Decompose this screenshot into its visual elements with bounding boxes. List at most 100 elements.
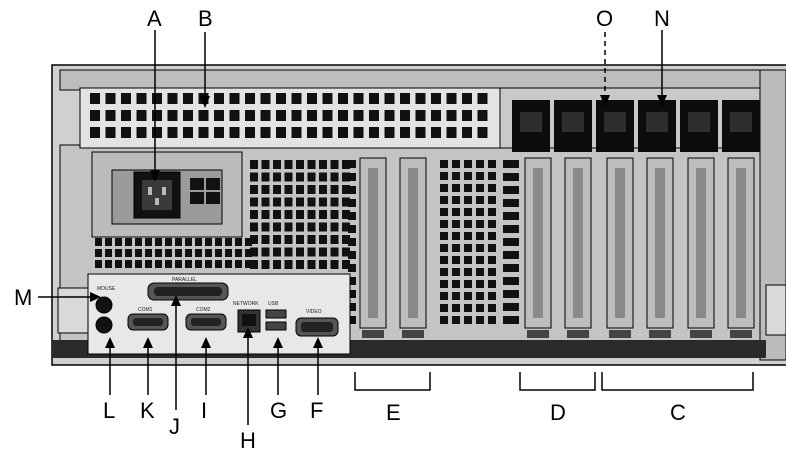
vent-hole bbox=[476, 172, 484, 180]
vent-hole bbox=[250, 185, 258, 194]
vent-hole bbox=[431, 93, 441, 104]
vent-hole bbox=[285, 260, 293, 269]
vent-hole bbox=[348, 186, 356, 194]
vent-hole bbox=[488, 304, 496, 312]
vent-hole bbox=[431, 127, 441, 138]
vent-hole bbox=[121, 93, 131, 104]
vent-hole bbox=[262, 173, 270, 182]
expansion-slot-rib bbox=[696, 168, 706, 318]
vent-hole bbox=[115, 238, 122, 246]
vent-hole bbox=[464, 208, 472, 216]
vent-hole bbox=[464, 256, 472, 264]
vent-hole bbox=[292, 93, 302, 104]
expansion-slot-foot bbox=[609, 330, 631, 338]
vent-hole bbox=[319, 198, 327, 207]
vent-hole bbox=[464, 316, 472, 324]
vent-hole bbox=[440, 232, 448, 240]
vent-hole bbox=[488, 220, 496, 228]
vent-hole bbox=[476, 268, 484, 276]
vent-hole bbox=[452, 268, 460, 276]
vent-hole bbox=[488, 184, 496, 192]
power-supply-module bbox=[92, 152, 242, 237]
vent-hole bbox=[276, 110, 286, 121]
vent-hole bbox=[145, 238, 152, 246]
expansion-slots bbox=[348, 158, 754, 338]
vent-hole bbox=[452, 304, 460, 312]
vent-hole bbox=[90, 127, 100, 138]
vent-hole bbox=[503, 316, 519, 324]
vent-hole bbox=[440, 172, 448, 180]
vent-hole bbox=[195, 260, 202, 268]
callout-l: L bbox=[103, 398, 115, 423]
vent-hole bbox=[296, 160, 304, 169]
vent-hole bbox=[476, 292, 484, 300]
vent-hole bbox=[452, 256, 460, 264]
vent-hole bbox=[488, 268, 496, 276]
vent-hole bbox=[452, 160, 460, 168]
vent-hole bbox=[503, 186, 519, 194]
callout-f: F bbox=[310, 398, 323, 423]
vent-hole bbox=[262, 160, 270, 169]
vent-hole bbox=[235, 238, 242, 246]
callout-d: D bbox=[550, 400, 566, 425]
vent-hole bbox=[331, 248, 339, 257]
vent-hole bbox=[155, 238, 162, 246]
vent-hole bbox=[416, 93, 426, 104]
vent-hole bbox=[250, 210, 258, 219]
mouse-port-label: MOUSE bbox=[97, 286, 116, 292]
callout-i: I bbox=[201, 398, 207, 423]
io-panel: MOUSE PARALLEL COM1 COM2 NETWORK USB VID… bbox=[88, 274, 350, 354]
callout-h: H bbox=[240, 428, 256, 453]
vent-hole bbox=[348, 212, 356, 220]
vent-hole bbox=[488, 160, 496, 168]
vent-hole bbox=[155, 260, 162, 268]
vent-hole bbox=[452, 292, 460, 300]
vent-hole bbox=[137, 110, 147, 121]
vent-hole bbox=[235, 249, 242, 257]
vent-hole bbox=[369, 93, 379, 104]
vent-hole bbox=[215, 238, 222, 246]
callout-g: G bbox=[270, 398, 287, 423]
vent-hole bbox=[476, 208, 484, 216]
vent-hole bbox=[338, 127, 348, 138]
vent-hole bbox=[165, 260, 172, 268]
vent-hole bbox=[205, 238, 212, 246]
vent-hole bbox=[464, 220, 472, 228]
vent-hole bbox=[285, 185, 293, 194]
vent-hole bbox=[273, 198, 281, 207]
vent-hole bbox=[250, 173, 258, 182]
vent-hole bbox=[215, 260, 222, 268]
vent-hole bbox=[261, 127, 271, 138]
vent-hole bbox=[296, 185, 304, 194]
vent-hole bbox=[503, 199, 519, 207]
callout-m: M bbox=[14, 285, 32, 310]
vent-hole bbox=[348, 160, 356, 168]
vent-hole bbox=[245, 127, 255, 138]
vent-hole bbox=[476, 256, 484, 264]
vent-hole bbox=[168, 93, 178, 104]
vent-hole bbox=[245, 110, 255, 121]
vent-hole bbox=[369, 110, 379, 121]
vent-hole bbox=[285, 235, 293, 244]
expansion-slot-foot bbox=[649, 330, 671, 338]
callout-n: N bbox=[654, 6, 670, 31]
vent-hole bbox=[452, 196, 460, 204]
vent-hole bbox=[296, 198, 304, 207]
vent-hole bbox=[95, 249, 102, 257]
vent-hole bbox=[195, 238, 202, 246]
usb-port-1 bbox=[266, 310, 286, 318]
vent-hole bbox=[95, 238, 102, 246]
callout-a: A bbox=[147, 6, 162, 31]
vent-hole bbox=[464, 304, 472, 312]
vent-hole bbox=[348, 238, 356, 246]
slot-latch-block-inner bbox=[688, 112, 710, 132]
vent-hole bbox=[503, 303, 519, 311]
vent-hole bbox=[464, 292, 472, 300]
vent-hole bbox=[440, 304, 448, 312]
vent-hole bbox=[331, 223, 339, 232]
vent-hole bbox=[385, 127, 395, 138]
vent-hole bbox=[175, 249, 182, 257]
vent-hole bbox=[175, 238, 182, 246]
vent-hole bbox=[106, 93, 116, 104]
